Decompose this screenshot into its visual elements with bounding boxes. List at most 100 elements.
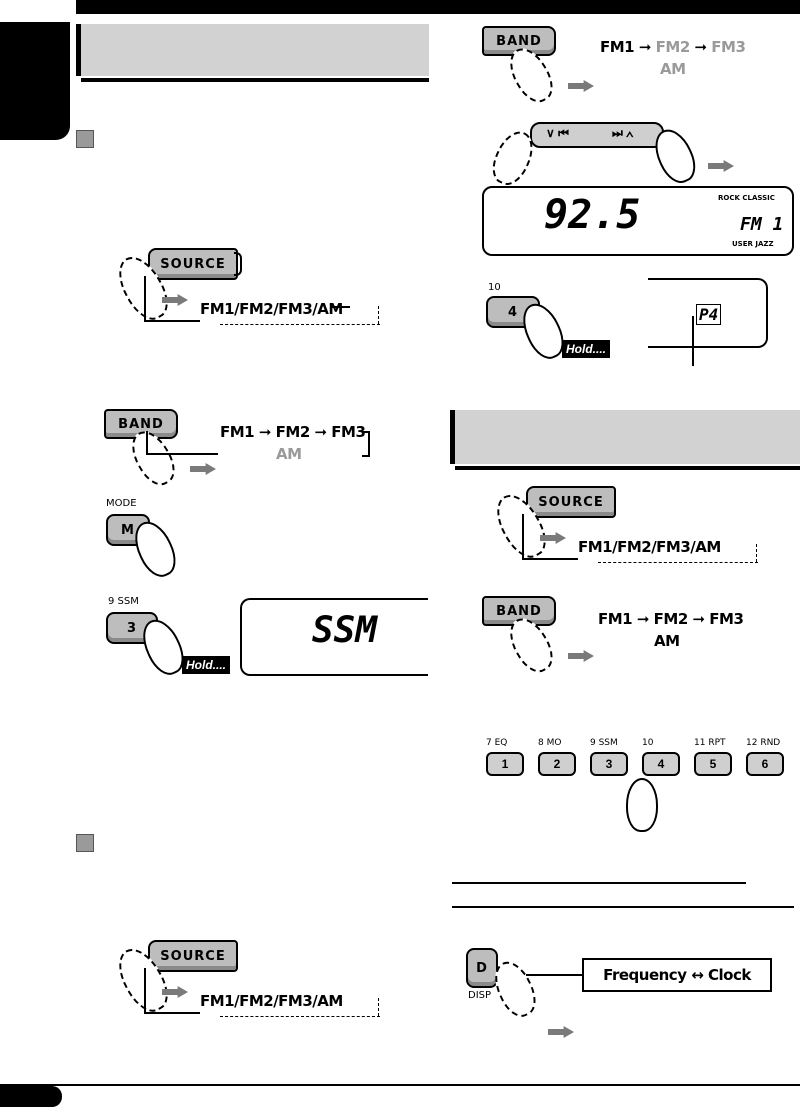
section-heading-box-right bbox=[450, 410, 800, 470]
sound-mode-user: USER bbox=[732, 240, 753, 248]
sound-mode-rock: ROCK bbox=[718, 194, 740, 202]
frequency-display: 92.5 FM 1 ROCK CLASSIC USER JAZZ bbox=[482, 186, 794, 256]
band-illustration-right-1: BAND FM1 ➞ FM2 ➞ FM3 AM bbox=[478, 22, 778, 109]
return-dash-vertical bbox=[756, 544, 757, 562]
finger-icon bbox=[626, 778, 658, 832]
band-flow: FM1 ➞ FM2 ➞ FM3 bbox=[600, 38, 746, 56]
preset-number: 6 bbox=[746, 752, 784, 776]
preset-4[interactable]: 10 4 bbox=[642, 738, 680, 776]
button-edge bbox=[234, 252, 242, 276]
connector bbox=[144, 1012, 200, 1014]
page-number-tab bbox=[0, 1086, 62, 1107]
section-heading-box-left bbox=[76, 24, 430, 82]
frequency-text: 92.5 bbox=[544, 192, 641, 238]
language-tab bbox=[0, 22, 70, 140]
frequency-text: Frequency bbox=[603, 966, 687, 984]
preset-2[interactable]: 8 MO 2 bbox=[538, 738, 576, 776]
connector bbox=[144, 320, 200, 322]
arrow-right-icon bbox=[708, 160, 734, 172]
preset-number: 2 bbox=[538, 752, 576, 776]
hold-label: Hold.... bbox=[562, 340, 610, 358]
fm3-text: FM3 bbox=[709, 610, 744, 628]
preset-3[interactable]: 9 SSM 3 bbox=[590, 738, 628, 776]
preset-buttons-row: 7 EQ 1 8 MO 2 9 SSM 3 10 4 11 RPT 5 12 R… bbox=[486, 738, 796, 832]
band-flow: FM1 ➞ FM2 ➞ FM3 bbox=[598, 610, 744, 628]
key-3-label: 3 bbox=[126, 620, 138, 636]
sound-mode-classic: CLASSIC bbox=[742, 194, 775, 202]
band-flow: FM1 ➞ FM2 ➞ FM3 bbox=[220, 423, 366, 441]
fm1-text: FM1 bbox=[220, 423, 255, 441]
source-button[interactable]: SOURCE bbox=[148, 248, 238, 280]
fm2-text: FM2 bbox=[655, 38, 691, 56]
sound-modes-bottom: USER JAZZ bbox=[732, 240, 774, 248]
preset-number: 1 bbox=[486, 752, 524, 776]
return-dash bbox=[220, 324, 380, 325]
preset-number: 5 bbox=[694, 752, 732, 776]
preset-caption: 12 RND bbox=[746, 738, 781, 748]
source-illustration-3: SOURCE FM1/FM2/FM3/AM bbox=[478, 478, 778, 578]
flow-arrow bbox=[332, 306, 350, 308]
return-dash-vertical bbox=[378, 306, 379, 324]
arrow-right-icon bbox=[568, 650, 594, 662]
am-text: AM bbox=[276, 445, 302, 463]
arrow-right-icon bbox=[190, 463, 216, 475]
sound-modes-top: ROCK CLASSIC bbox=[718, 194, 775, 202]
key-4-caption: 10 bbox=[488, 282, 501, 293]
d-button[interactable]: D bbox=[466, 948, 498, 988]
key-4-label: 4 bbox=[507, 304, 519, 320]
seek-buttons[interactable]: ∨ ⏮ ⏭ ∧ bbox=[530, 122, 664, 148]
connector bbox=[526, 974, 582, 976]
preset-number: 3 bbox=[590, 752, 628, 776]
top-bar bbox=[76, 0, 800, 14]
source-cycle-text: FM1/FM2/FM3/AM bbox=[578, 538, 721, 556]
ssm-display-text: SSM bbox=[312, 610, 378, 651]
band-button[interactable]: BAND bbox=[482, 596, 556, 626]
band-label: BAND bbox=[118, 416, 164, 432]
preset-5[interactable]: 11 RPT 5 bbox=[694, 738, 732, 776]
band-text: FM 1 bbox=[740, 214, 784, 235]
ssm-caption: 9 SSM bbox=[108, 596, 139, 607]
rule-line bbox=[452, 906, 794, 908]
return-dash bbox=[598, 562, 758, 563]
connector bbox=[144, 276, 146, 322]
seek-forward-icon[interactable]: ⏭ ∧ bbox=[612, 126, 634, 140]
source-label: SOURCE bbox=[160, 256, 226, 272]
footer-rule bbox=[0, 1084, 800, 1086]
callout-line bbox=[692, 316, 694, 366]
disp-caption: DISP bbox=[468, 990, 492, 1001]
band-label: BAND bbox=[496, 603, 542, 619]
m-label: M bbox=[121, 522, 135, 538]
bullet-square-2 bbox=[76, 834, 94, 852]
arrow-right-icon bbox=[540, 532, 566, 544]
source-button[interactable]: SOURCE bbox=[526, 486, 616, 518]
source-illustration-2: SOURCE FM1/FM2/FM3/AM bbox=[100, 932, 400, 1032]
seek-back-icon[interactable]: ∨ ⏮ bbox=[546, 126, 569, 140]
preset-6[interactable]: 12 RND 6 bbox=[746, 738, 784, 776]
ssm-display: SSM bbox=[240, 598, 428, 676]
preset-number: 4 bbox=[642, 752, 680, 776]
connector bbox=[522, 558, 578, 560]
arrow-right-icon bbox=[568, 80, 594, 92]
source-cycle-text: FM1/FM2/FM3/AM bbox=[200, 992, 343, 1010]
return-dash bbox=[220, 1016, 380, 1017]
hold-label: Hold.... bbox=[182, 656, 230, 674]
preset-display: P4 bbox=[648, 278, 768, 348]
source-cycle-text: FM1/FM2/FM3/AM bbox=[200, 300, 343, 318]
preset-caption: 11 RPT bbox=[694, 738, 726, 748]
preset-1[interactable]: 7 EQ 1 bbox=[486, 738, 524, 776]
am-text: AM bbox=[660, 60, 686, 78]
preset-caption: 10 bbox=[642, 738, 654, 748]
disp-flow-box: Frequency ↔ Clock bbox=[582, 958, 772, 992]
connector bbox=[522, 514, 524, 560]
source-button[interactable]: SOURCE bbox=[148, 940, 238, 972]
fm3-text: FM3 bbox=[331, 423, 366, 441]
arrow-right-icon bbox=[548, 1026, 574, 1038]
band-label: BAND bbox=[496, 33, 542, 49]
clock-text: Clock bbox=[707, 966, 751, 984]
rule-line bbox=[452, 882, 746, 884]
arrow-right-icon bbox=[162, 294, 188, 306]
source-label: SOURCE bbox=[538, 494, 604, 510]
fm1-text: FM1 bbox=[598, 610, 633, 628]
mode-caption: MODE bbox=[106, 498, 137, 509]
preset-caption: 9 SSM bbox=[590, 738, 618, 748]
